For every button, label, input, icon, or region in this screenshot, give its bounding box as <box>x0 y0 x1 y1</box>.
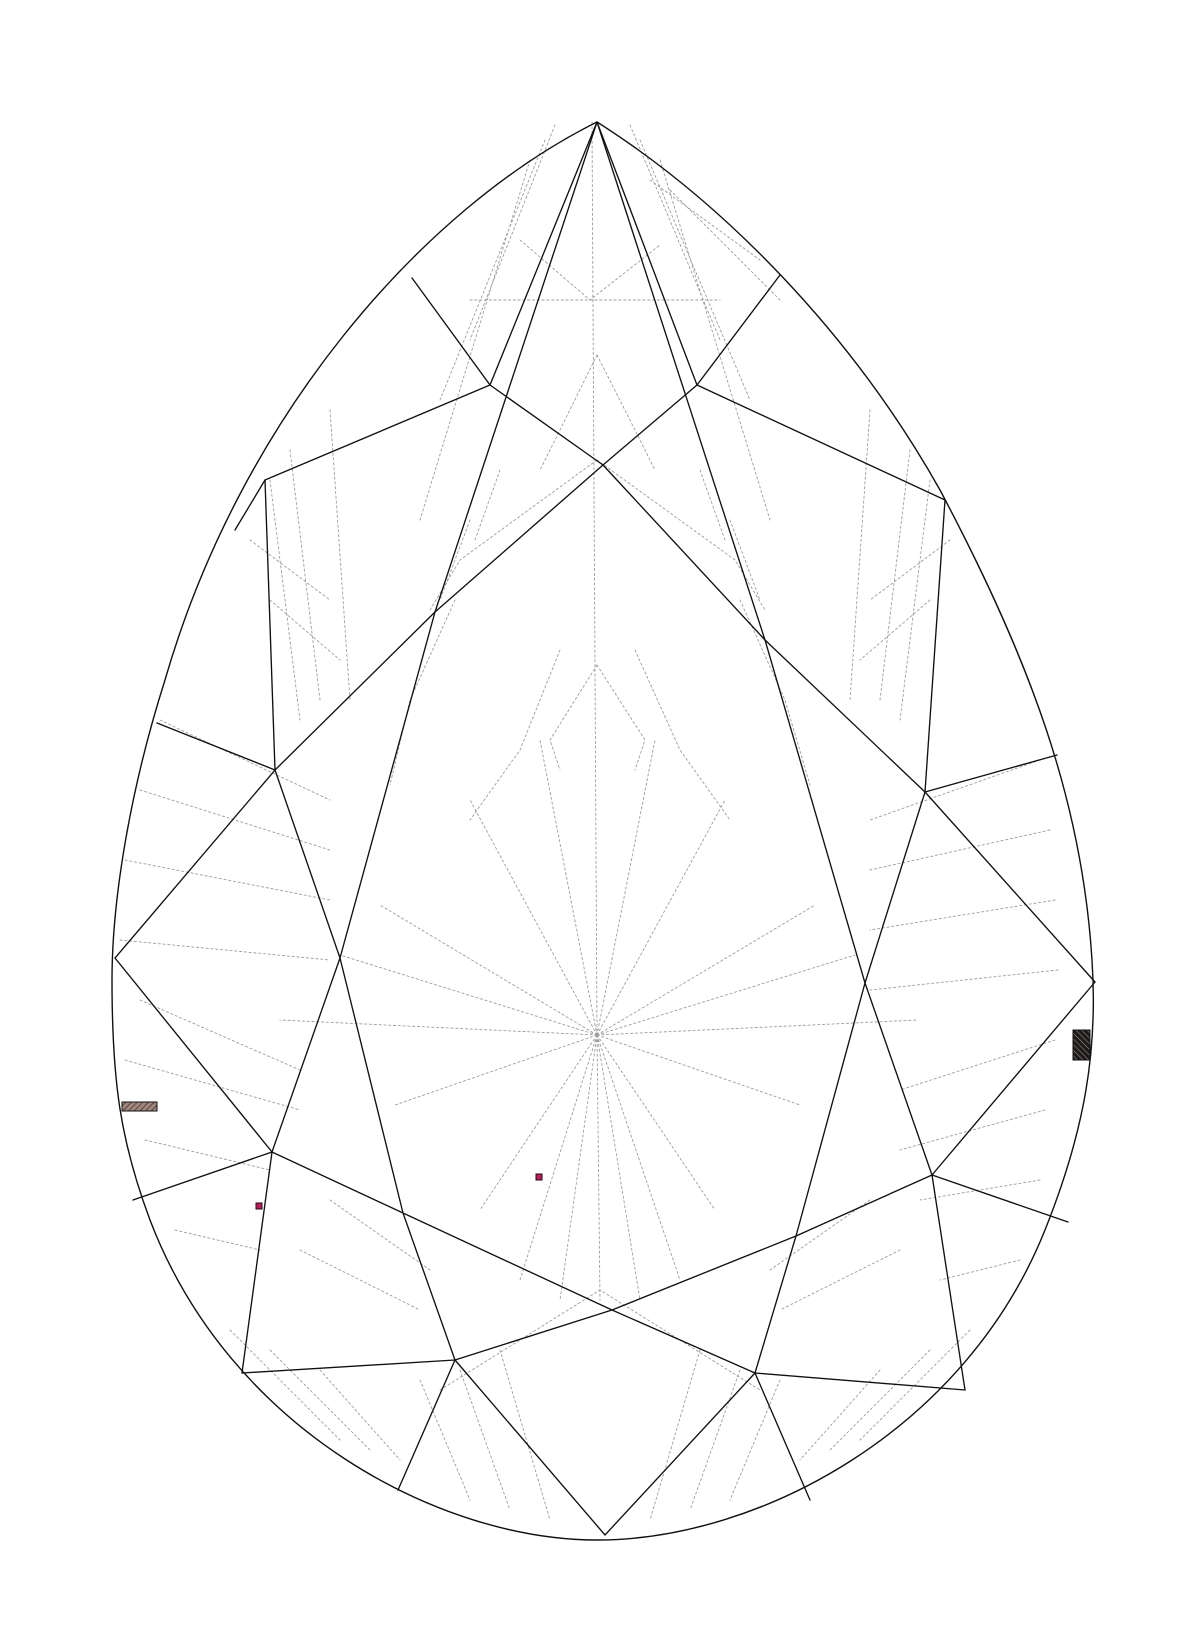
inclusion-markers <box>121 1029 1091 1210</box>
pavilion-reflection-lines <box>119 121 1059 1521</box>
feather-inclusion-marker <box>1072 1029 1091 1061</box>
crown-facet-lines <box>114 121 1096 1536</box>
feather-inclusion-marker <box>121 1101 158 1112</box>
crystal-inclusion-marker <box>535 1173 543 1181</box>
crystal-inclusion-marker <box>255 1202 263 1210</box>
girdle-outline <box>111 121 1095 1541</box>
